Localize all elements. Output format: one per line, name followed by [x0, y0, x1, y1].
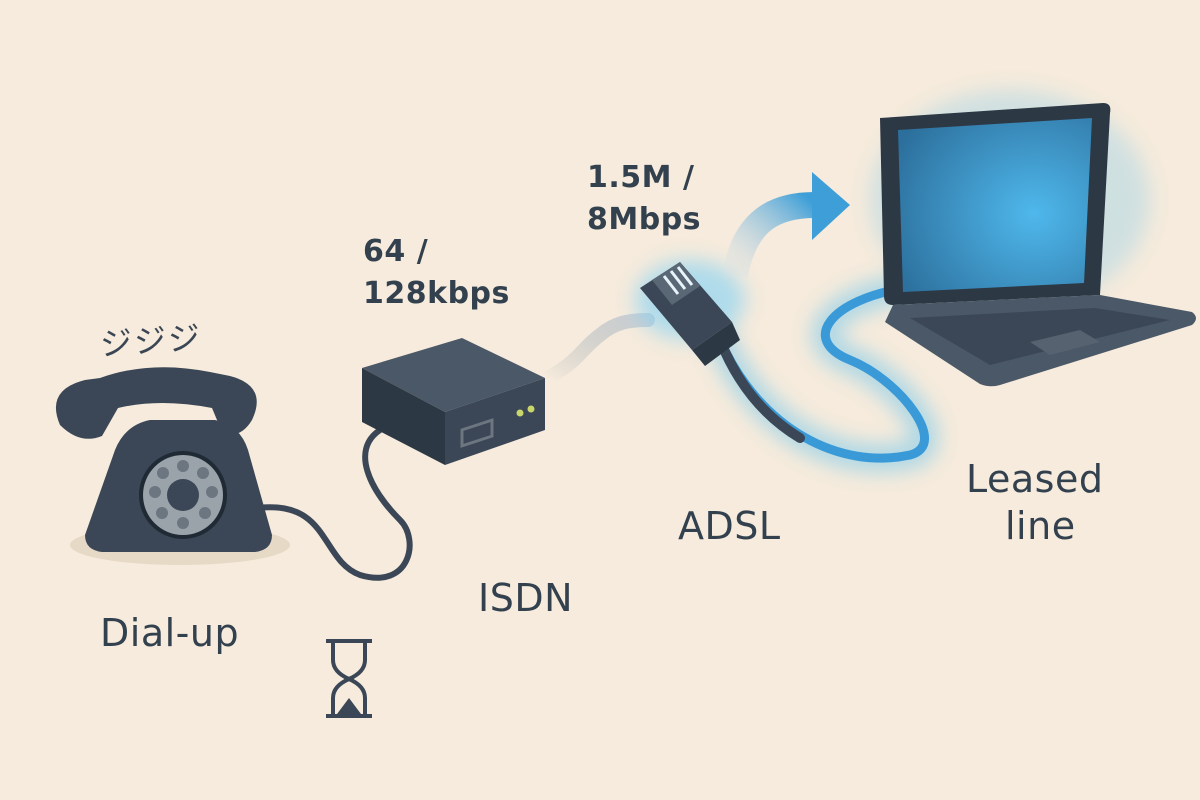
dialup-sound-text: ジジジ — [98, 318, 204, 364]
phone-cord — [255, 427, 413, 581]
leased-line-label-line2: line — [1005, 504, 1076, 548]
adsl-label: ADSL — [678, 504, 781, 548]
adsl-speed-line1: 1.5M / — [587, 160, 695, 195]
isdn-label: ISDN — [478, 576, 574, 620]
hourglass-icon — [326, 639, 372, 718]
isdn-modem-icon — [362, 338, 545, 465]
ethernet-plug-icon — [635, 260, 745, 366]
isdn-speed-line2: 128kbps — [363, 276, 510, 311]
adsl-speed-line2: 8Mbps — [587, 202, 702, 237]
dialup-label: Dial-up — [100, 611, 240, 655]
isdn-speed-line1: 64 / — [363, 234, 429, 269]
arrow-icon — [722, 172, 850, 278]
laptop-icon — [870, 90, 1196, 387]
telephone-icon — [55, 367, 290, 565]
leased-line-label-line1: Leased — [966, 457, 1104, 501]
isdn-to-adsl-cable — [541, 313, 655, 385]
